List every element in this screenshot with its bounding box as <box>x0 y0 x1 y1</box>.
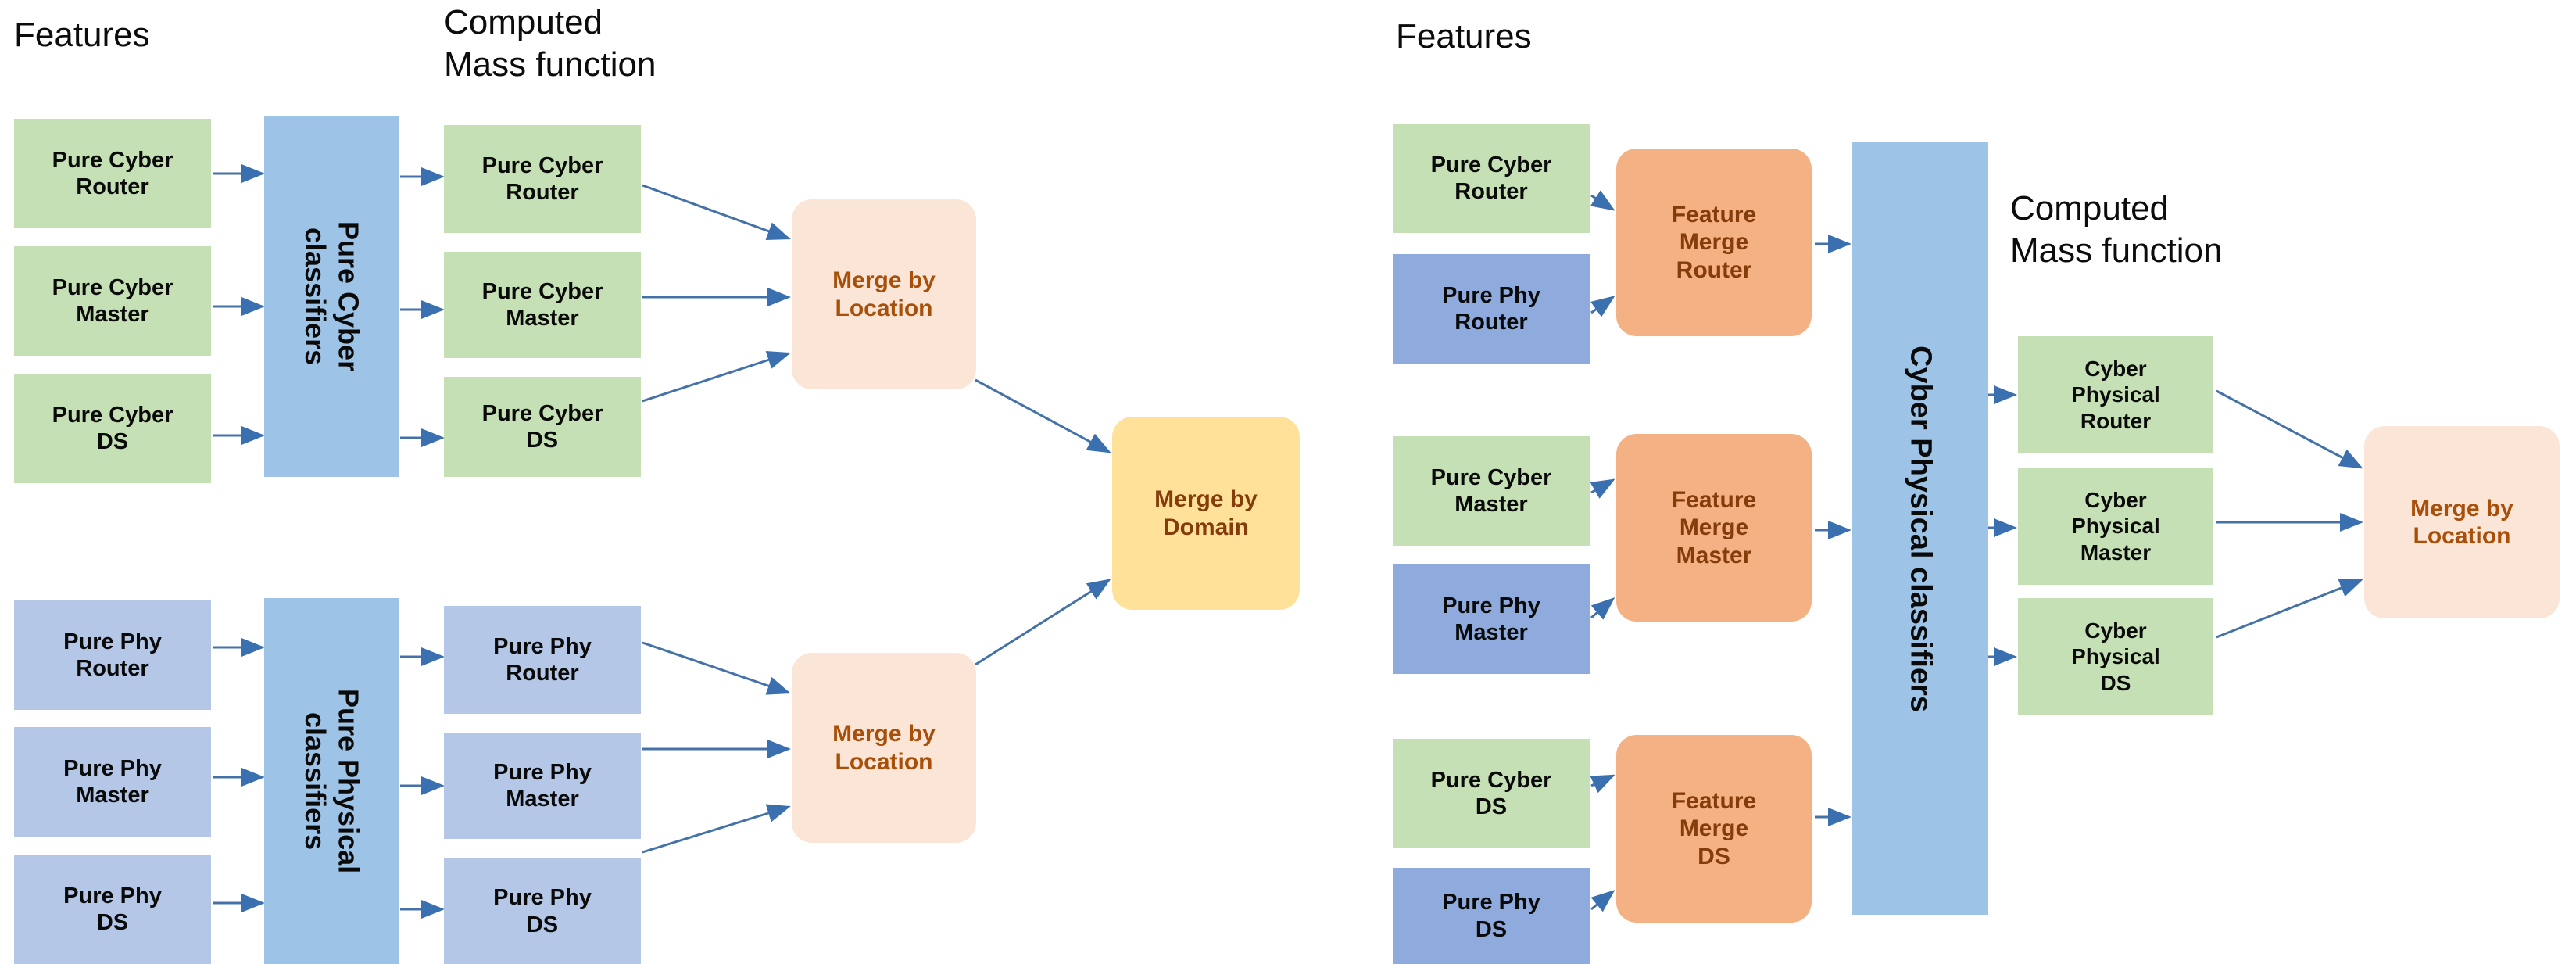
edge-e-rfcr-fmr <box>1590 190 1615 211</box>
node-pure-cyber-classifiers[interactable]: Pure Cyber classifiers <box>264 116 399 477</box>
node-merge-location-right[interactable]: Merge by Location <box>2364 426 2560 618</box>
edge-e-rfpm-fmm <box>1590 597 1615 620</box>
node-pure-physical-classifiers[interactable]: Pure Physical classifiers <box>264 598 399 964</box>
node-merge-location-phy[interactable]: Merge by Location <box>792 653 976 843</box>
node-rfeat-phy-master[interactable]: Pure Phy Master <box>1393 564 1590 674</box>
edge-e-mcd-mlc <box>642 350 791 403</box>
section-title-cmf-right: Computed Mass function <box>2010 189 2223 270</box>
node-cyber-physical-classifiers[interactable]: Cyber Physical classifiers <box>1852 142 1988 915</box>
edge-e-mpr-mlp <box>642 641 791 695</box>
section-title-features-right: Features <box>1396 17 1532 56</box>
edge-e-rfcd-fmd <box>1590 774 1615 794</box>
node-merge-location-cyber[interactable]: Merge by Location <box>792 199 976 389</box>
node-rfeat-cyber-ds[interactable]: Pure Cyber DS <box>1393 739 1590 848</box>
node-mass-cyber-router[interactable]: Pure Cyber Router <box>444 125 641 233</box>
edge-e-mlp-md <box>975 579 1111 666</box>
edge-e-cpr-mlr <box>2216 389 2363 469</box>
node-merge-domain[interactable]: Merge by Domain <box>1112 417 1300 610</box>
edge-e-mcr-mlc <box>642 184 791 241</box>
node-rfeat-phy-router[interactable]: Pure Phy Router <box>1393 254 1590 364</box>
edge-e-rfpd-fmd <box>1590 890 1615 912</box>
edge-e-mlc-md <box>975 378 1111 453</box>
node-rfeat-phy-ds[interactable]: Pure Phy DS <box>1393 868 1590 964</box>
node-rfeat-cyber-router[interactable]: Pure Cyber Router <box>1393 124 1590 233</box>
node-feature-merge-master[interactable]: Feature Merge Master <box>1616 434 1812 622</box>
node-mass-phy-router[interactable]: Pure Phy Router <box>444 606 641 714</box>
node-rfeat-cyber-master[interactable]: Pure Cyber Master <box>1393 436 1590 546</box>
section-title-cmf-left: Computed Mass function <box>444 3 657 84</box>
node-mass-phy-ds[interactable]: Pure Phy DS <box>444 858 641 964</box>
node-cp-master[interactable]: Cyber Physical Master <box>2018 468 2213 585</box>
edge-e-cpd-mlr <box>2216 579 2363 639</box>
node-feat-phy-router[interactable]: Pure Phy Router <box>14 600 211 710</box>
section-title-features-left: Features <box>14 16 150 54</box>
edge-e-rfcm-fmm <box>1590 478 1615 499</box>
node-mass-cyber-ds[interactable]: Pure Cyber DS <box>444 377 641 477</box>
node-cp-ds[interactable]: Cyber Physical DS <box>2018 598 2213 715</box>
node-feat-cyber-router[interactable]: Pure Cyber Router <box>14 119 211 228</box>
node-mass-phy-master[interactable]: Pure Phy Master <box>444 733 641 839</box>
node-feature-merge-ds[interactable]: Feature Merge DS <box>1616 735 1812 923</box>
node-feature-merge-router[interactable]: Feature Merge Router <box>1616 149 1812 336</box>
edge-e-mpd-mlp <box>642 804 791 854</box>
node-feat-cyber-ds[interactable]: Pure Cyber DS <box>14 374 211 483</box>
node-feat-phy-ds[interactable]: Pure Phy DS <box>14 855 211 964</box>
node-mass-cyber-master[interactable]: Pure Cyber Master <box>444 252 641 358</box>
node-cp-router[interactable]: Cyber Physical Router <box>2018 336 2213 453</box>
edge-e-rfpr-fmr <box>1590 296 1615 317</box>
node-feat-cyber-master[interactable]: Pure Cyber Master <box>14 246 211 356</box>
node-feat-phy-master[interactable]: Pure Phy Master <box>14 727 211 837</box>
